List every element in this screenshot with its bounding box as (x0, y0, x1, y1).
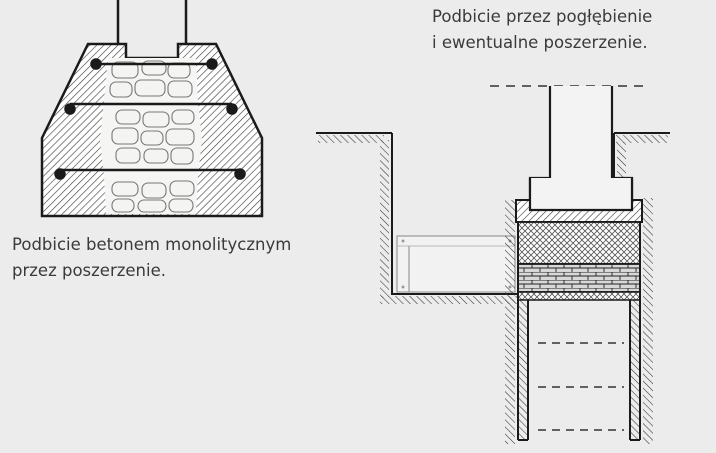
caption-right-line2: i ewentualne poszerzenie. (432, 33, 648, 52)
underpinning-block (517, 221, 641, 265)
reinforcement-bars (54, 58, 246, 180)
right-diagram (316, 85, 670, 444)
lateral-extension (396, 235, 516, 293)
caption-left-line2: przez poszerzenie. (12, 261, 166, 280)
left-diagram (40, 0, 264, 218)
caption-left-line1: Podbicie betonem monolitycznym (12, 235, 292, 254)
caption-deepening: Podbicie przez pogłębienie i ewentualne … (432, 4, 652, 56)
caption-right-line1: Podbicie przez pogłębienie (432, 7, 653, 26)
stone-foundation (100, 58, 202, 214)
dashed-depth-lines (538, 342, 624, 431)
brick-layer (517, 263, 641, 293)
caption-monolithic-widening: Podbicie betonem monolitycznym przez pos… (12, 232, 291, 284)
excavation-pit (391, 133, 520, 295)
base-concrete (517, 291, 641, 301)
shaft-walls (505, 198, 653, 444)
